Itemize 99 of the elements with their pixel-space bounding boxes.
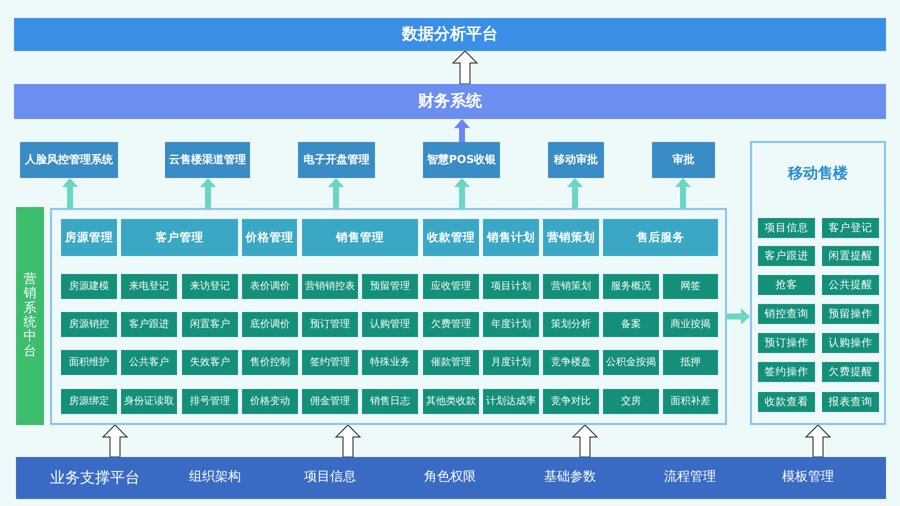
side-label-bar: 营销系统中台: [16, 207, 44, 425]
function-cell: 公共提醒: [822, 275, 879, 295]
module-label: 模板管理: [782, 470, 834, 486]
function-cell: 价格变动: [242, 389, 298, 414]
function-cell: 其他类收款: [423, 389, 479, 414]
function-cell: 预留操作: [822, 304, 879, 324]
function-cell: 欠费提醒: [822, 362, 879, 382]
function-cell: 策划分析: [543, 312, 599, 337]
function-cell: 预订操作: [758, 333, 815, 353]
function-cell: 计划达成率: [483, 389, 539, 414]
module-label: 流程管理: [664, 470, 716, 486]
module-header: 客户管理: [121, 219, 238, 256]
function-cell: 抵押: [663, 350, 718, 375]
module-header: 营销策划: [543, 219, 599, 256]
function-cell: 客户跟进: [758, 246, 815, 266]
function-cell: 竞争楼盘: [543, 350, 599, 375]
module-header: 售后服务: [603, 219, 718, 256]
system-box: 审批: [652, 142, 715, 178]
panel-title: 移动售楼: [786, 165, 849, 182]
function-cell: 来访登记: [182, 274, 238, 299]
module-header: 销售管理: [302, 219, 418, 256]
function-cell: 房源建模: [61, 274, 117, 299]
function-cell: 竞争对比: [543, 389, 599, 414]
function-cell: 催款管理: [423, 350, 479, 375]
block-arrow: [454, 178, 470, 208]
function-cell: 服务概况: [603, 274, 659, 299]
block-arrow: [328, 178, 344, 208]
function-cell: 底价调价: [242, 312, 298, 337]
block-arrow: [454, 119, 470, 142]
block-arrow: [452, 50, 478, 84]
function-cell: 来电登记: [121, 274, 177, 299]
function-cell: 售价控制: [242, 350, 298, 375]
block-arrow: [334, 424, 362, 458]
function-cell: 欠费管理: [423, 312, 479, 337]
function-cell: 月度计划: [483, 350, 539, 375]
function-cell: 项目计划: [483, 274, 539, 299]
function-cell: 认购管理: [362, 312, 418, 337]
function-cell: 面积补差: [663, 389, 718, 414]
function-cell: 抢客: [758, 275, 815, 295]
function-cell: 报表查询: [822, 392, 879, 412]
block-arrow: [200, 178, 216, 208]
function-cell: 排号管理: [182, 389, 238, 414]
system-box: 移动审批: [548, 142, 604, 178]
function-cell: 特殊业务: [362, 350, 418, 375]
block-arrow: [567, 178, 583, 208]
function-cell: 面积维护: [61, 350, 117, 375]
module-panel: [50, 208, 727, 425]
function-cell: 应收管理: [423, 274, 479, 299]
block-arrow: [102, 424, 128, 458]
system-box: 人脸风控管理系统: [20, 142, 118, 178]
function-cell: 闲置客户: [182, 312, 238, 337]
block-arrow: [675, 178, 691, 208]
module-label: 基础参数: [544, 470, 596, 486]
module-label: 组织架构: [189, 470, 241, 486]
platform-bar: 数据分析平台: [14, 18, 886, 51]
block-arrow: [804, 424, 832, 458]
function-cell: 闲置提醒: [822, 246, 879, 266]
block-arrow: [727, 308, 750, 324]
function-cell: 失效客户: [182, 350, 238, 375]
function-cell: 表价调价: [242, 274, 298, 299]
system-box: 智慧POS收银: [423, 142, 500, 178]
function-cell: 年度计划: [483, 312, 539, 337]
function-cell: 公共客户: [121, 350, 177, 375]
block-arrow: [62, 178, 78, 208]
function-cell: 预留管理: [362, 274, 418, 299]
function-cell: 认购操作: [822, 333, 879, 353]
function-cell: 公积金按揭: [603, 350, 659, 375]
system-bar: 财务系统: [14, 84, 886, 119]
function-cell: 商业按揭: [663, 312, 718, 337]
function-cell: 客户登记: [822, 218, 879, 238]
system-box: 电子开盘管理: [298, 142, 375, 178]
function-cell: 预订管理: [302, 312, 358, 337]
function-cell: 签约操作: [758, 362, 815, 382]
module-header: 销售计划: [483, 219, 539, 256]
function-cell: 房源销控: [61, 312, 117, 337]
function-cell: 收款查看: [758, 392, 815, 412]
function-cell: 销售日志: [362, 389, 418, 414]
function-cell: 签约管理: [302, 350, 358, 375]
mobile-panel: [750, 141, 886, 425]
function-cell: 营销策划: [543, 274, 599, 299]
module-label: 项目信息: [304, 470, 356, 486]
function-cell: 营销销控表: [302, 274, 358, 299]
function-cell: 交房: [603, 389, 659, 414]
system-box: 云售楼渠道管理: [165, 142, 250, 178]
support-platform-bar: [16, 457, 886, 499]
module-header: 房源管理: [61, 219, 117, 256]
function-cell: 项目信息: [758, 218, 815, 238]
function-cell: 备案: [603, 312, 659, 337]
function-cell: 房源绑定: [61, 389, 117, 414]
module-header: 价格管理: [242, 219, 297, 256]
module-label: 角色权限: [424, 470, 476, 486]
platform-title: 业务支撑平台: [50, 469, 140, 487]
function-cell: 网签: [663, 274, 718, 299]
function-cell: 销控查询: [758, 304, 815, 324]
function-cell: 身份证读取: [121, 389, 177, 414]
function-cell: 客户跟进: [121, 312, 177, 337]
function-cell: 佣金管理: [302, 389, 358, 414]
module-header: 收款管理: [423, 219, 479, 256]
block-arrow: [572, 424, 598, 458]
